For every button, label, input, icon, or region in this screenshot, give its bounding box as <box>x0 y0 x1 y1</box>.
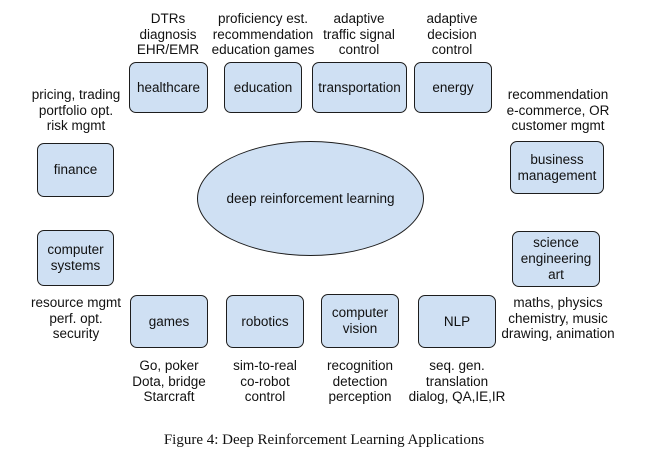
node-energy-label: energy <box>432 79 474 95</box>
node-healthcare: healthcare <box>129 62 208 113</box>
node-robotics: robotics <box>226 295 304 348</box>
center-node-label: deep reinforcement learning <box>226 191 395 206</box>
node-computer-vision-label: computer vision <box>331 305 389 336</box>
node-education: education <box>224 62 302 113</box>
node-finance: finance <box>37 143 114 197</box>
node-computer-systems: computer systems <box>37 230 114 286</box>
node-transportation-label: transportation <box>318 79 401 95</box>
nlp-note: seq. gen. translation dialog, QA,IE,IR <box>408 358 506 404</box>
education-note: proficiency est. recommendation educatio… <box>211 11 315 57</box>
node-education-label: education <box>233 79 293 95</box>
computer-systems-note: resource mgmt perf. opt. security <box>30 295 122 341</box>
node-business: business management <box>510 141 604 194</box>
transportation-note: adaptive traffic signal control <box>323 11 395 57</box>
node-computer-vision: computer vision <box>321 294 399 348</box>
node-transportation: transportation <box>312 62 407 113</box>
robotics-note: sim-to-real co-robot control <box>233 358 297 404</box>
center-node-drl: deep reinforcement learning <box>197 141 424 256</box>
science-note: maths, physics chemistry, music drawing,… <box>501 295 615 341</box>
node-games: games <box>130 295 208 348</box>
games-note: Go, poker Dota, bridge Starcraft <box>132 358 206 404</box>
node-nlp: NLP <box>418 295 496 348</box>
node-science: science engineering art <box>512 231 600 287</box>
node-finance-label: finance <box>53 162 98 177</box>
node-robotics-label: robotics <box>241 313 289 329</box>
energy-note: adaptive decision control <box>426 11 478 57</box>
healthcare-note: DTRs diagnosis EHR/EMR <box>136 11 200 57</box>
node-energy: energy <box>414 62 492 113</box>
node-science-label: science engineering art <box>520 235 592 282</box>
business-note: recommendation e-commerce, OR customer m… <box>506 87 610 133</box>
node-computer-systems-label: computer systems <box>47 242 104 273</box>
computer-vision-note: recognition detection perception <box>326 358 394 404</box>
node-business-label: business management <box>517 151 597 183</box>
figure-caption: Figure 4: Deep Reinforcement Learning Ap… <box>163 432 485 448</box>
node-games-label: games <box>148 313 190 329</box>
finance-note: pricing, trading portfolio opt. risk mgm… <box>31 87 121 133</box>
node-healthcare-label: healthcare <box>136 79 201 95</box>
node-nlp-label: NLP <box>443 313 471 329</box>
